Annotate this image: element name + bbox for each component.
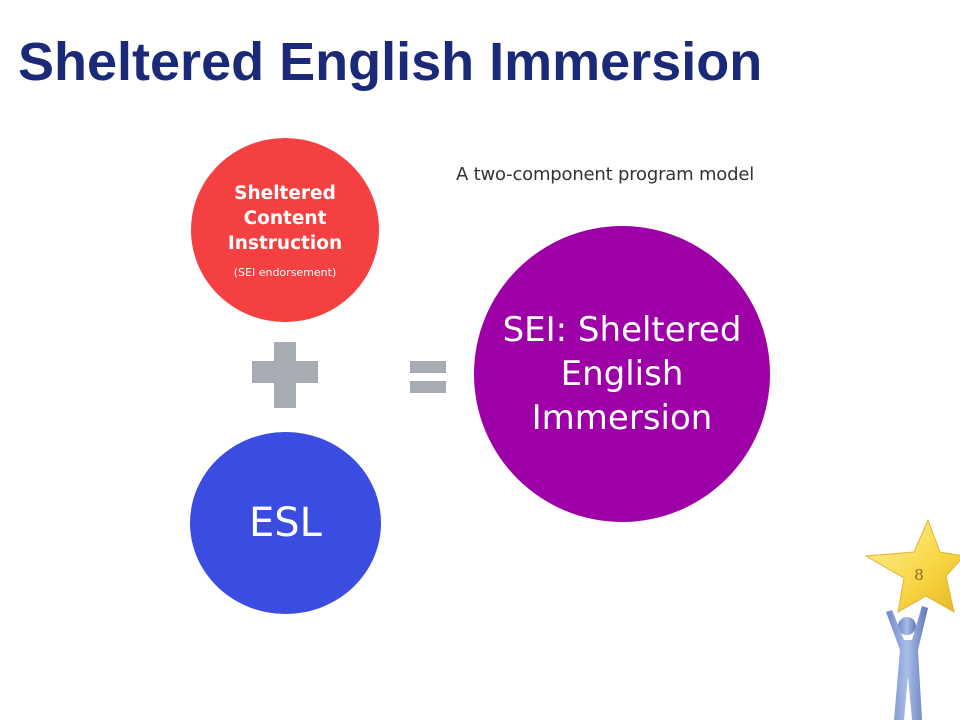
esl-label: ESL <box>249 500 322 546</box>
page-number: 8 <box>914 566 924 584</box>
star-shape <box>864 518 960 613</box>
slide-title: Sheltered English Immersion <box>18 32 763 92</box>
plus-vertical-bar <box>274 342 296 408</box>
sheltered-content-instruction-circle: Sheltered Content Instruction (SEI endor… <box>191 138 379 322</box>
diagram-subtitle: A two-component program model <box>456 164 755 185</box>
equals-bottom-bar <box>410 381 446 393</box>
esl-circle: ESL <box>190 432 381 614</box>
equals-top-bar <box>410 361 446 373</box>
sheltered-content-instruction-label: Sheltered Content Instruction <box>227 183 343 254</box>
person-figure <box>886 606 928 720</box>
sei-result-label: SEI: Sheltered English Immersion <box>502 310 742 438</box>
sei-endorsement-note: (SEI endorsement) <box>233 266 337 279</box>
star-person-icon <box>864 518 960 720</box>
sei-result-circle: SEI: Sheltered English Immersion <box>474 226 770 522</box>
